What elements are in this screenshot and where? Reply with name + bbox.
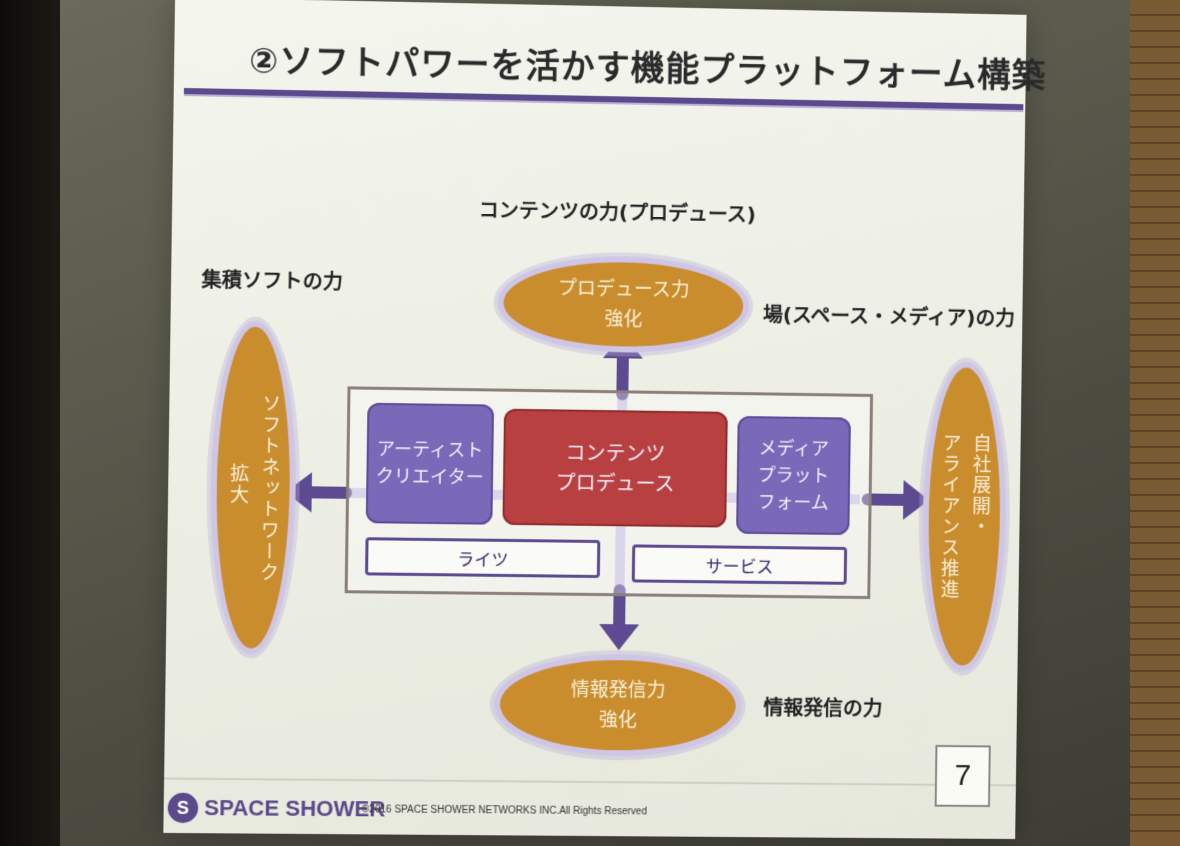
space-shower-logo: S SPACE SHOWER [168, 793, 386, 825]
pill-service: サービス [632, 544, 847, 584]
ellipse-information-line1: 情報発信力 [571, 674, 666, 705]
box-contents-produce: コンテンツ プロデュース [502, 409, 727, 528]
ellipse-produce-line1: プロデュース力 [558, 273, 690, 306]
arrow-right-head [903, 480, 929, 520]
arrow-up [622, 354, 623, 394]
presentation-slide: ②ソフトパワーを活かす機能プラットフォーム構築 コンテンツの力(プロデュース) … [163, 0, 1026, 839]
ellipse-alliance-col1: 自社展開・ [967, 433, 993, 538]
ellipse-produce-line2: 強化 [604, 304, 642, 335]
room-background-left [0, 0, 60, 846]
arrow-down-head [599, 624, 639, 650]
pill-rights: ライツ [365, 537, 600, 578]
logo-mark-icon: S [168, 793, 199, 823]
box-artist-line2: クリエイター [376, 463, 484, 491]
box-artist-creator: アーティスト クリエイター [366, 403, 494, 525]
ellipse-soft-network-col1: ソフトネットワーク [255, 393, 283, 583]
ellipse-information-line2: 強化 [599, 705, 637, 736]
wall-blinds [1130, 0, 1180, 846]
box-media-platform: メディア プラット フォーム [736, 416, 851, 535]
box-contents-line1: コンテンツ [556, 437, 675, 469]
box-contents-line2: プロデュース [555, 467, 674, 499]
box-media-line1: メディア [758, 435, 830, 463]
page-number: 7 [935, 745, 991, 807]
copyright-text: ©2016 SPACE SHOWER NETWORKS INC.All Righ… [362, 804, 647, 817]
box-media-line2: プラット [758, 462, 830, 490]
logo-text: SPACE SHOWER [204, 795, 385, 823]
ellipse-alliance-col2: アライアンス推進 [936, 433, 963, 600]
box-artist-line1: アーティスト [376, 436, 484, 465]
ellipse-soft-network-col2: 拡大 [225, 463, 251, 506]
arrow-right [868, 499, 908, 500]
box-media-line3: フォーム [757, 489, 829, 517]
